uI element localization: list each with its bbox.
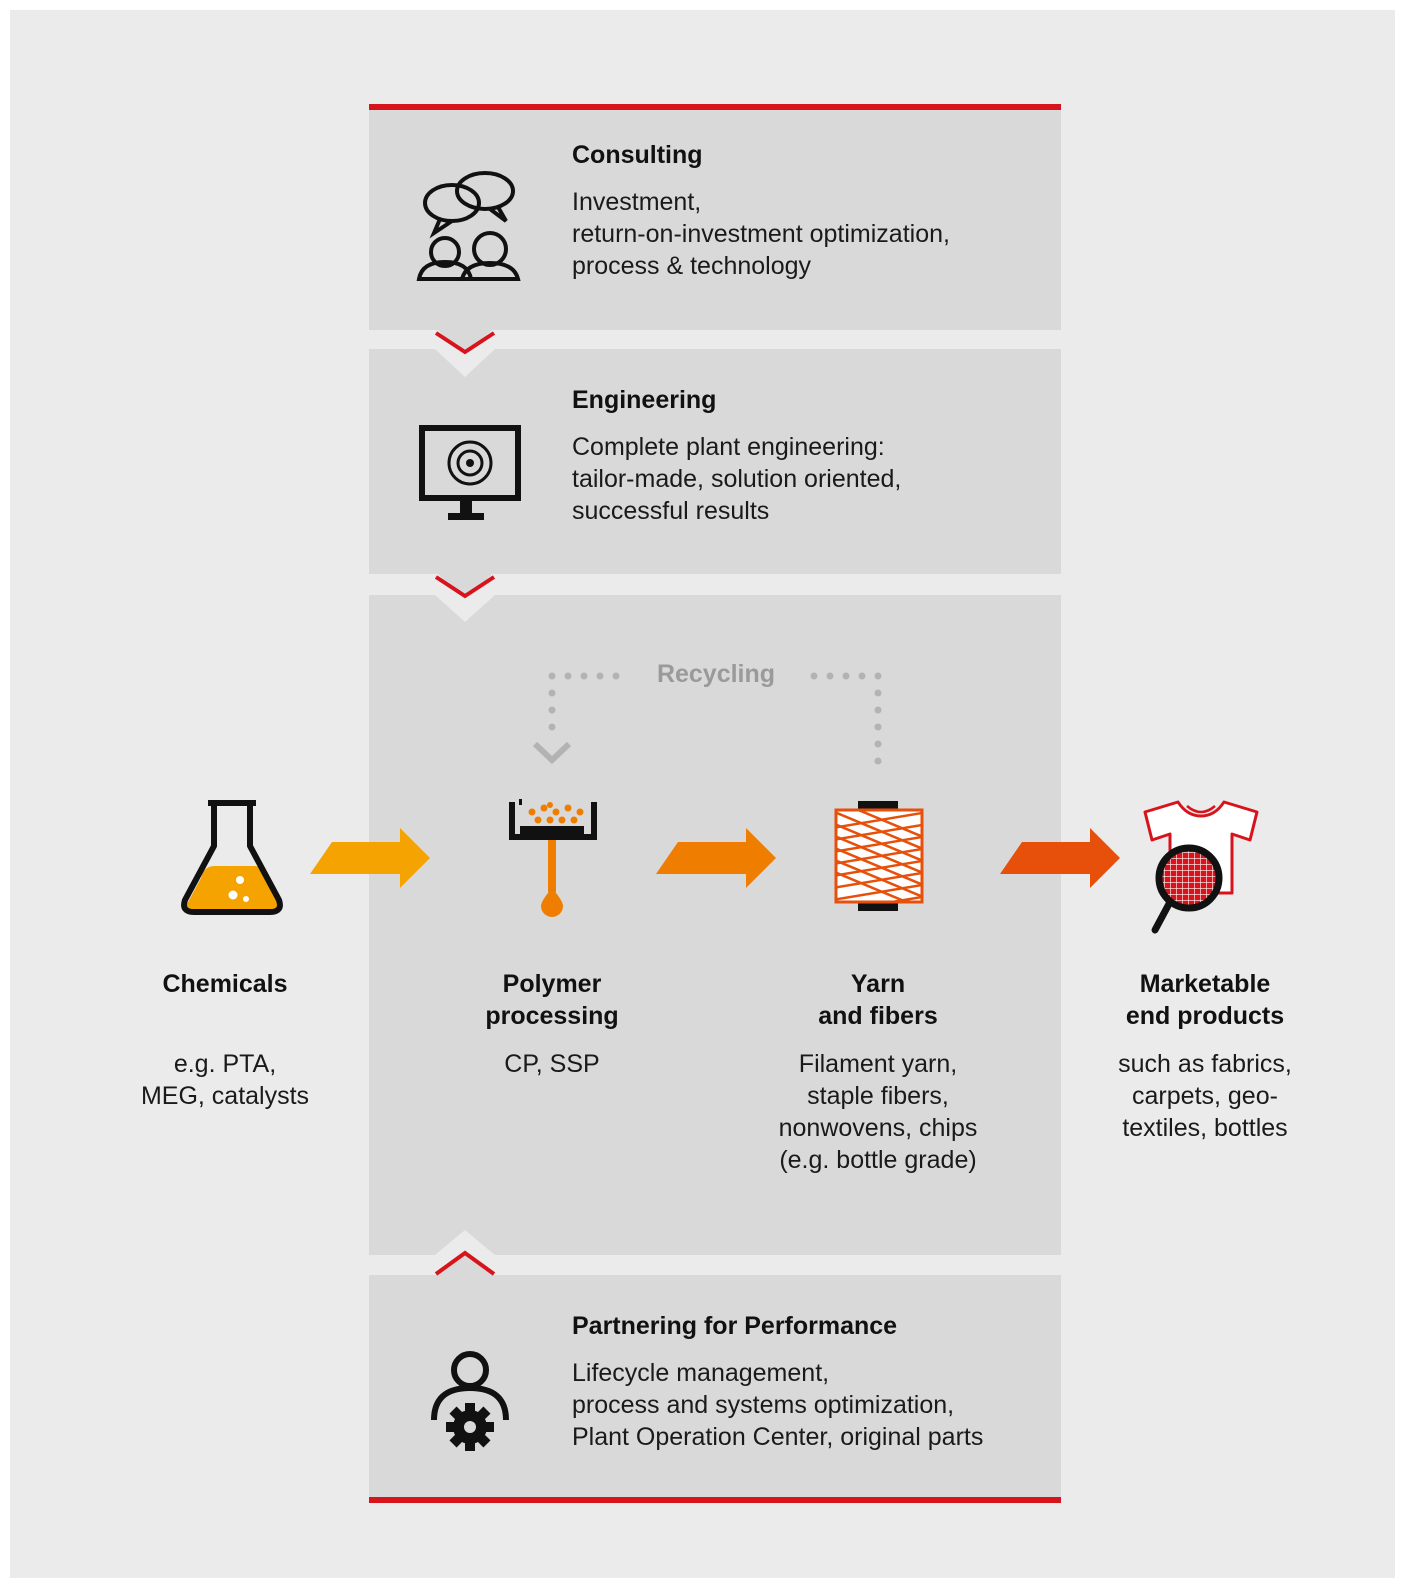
stage-title-end-products: Marketable end products [1125,970,1285,1030]
arrow-right-icon [656,828,776,888]
chevron-down-icon [434,330,496,377]
recycling-path [548,672,882,765]
stage-title-polymer: Polymer processing [485,970,619,1030]
chevron-down-icon [434,574,496,622]
partnering-title: Partnering for Performance [572,1312,898,1340]
recycling-label: Recycling [656,660,776,688]
process-panel [369,595,1061,1255]
top-red-line [369,104,1061,110]
engineering-title: Engineering [572,386,717,414]
tshirt-magnifier-icon [1143,800,1259,934]
arrow-right-icon [310,828,430,888]
polymer-extrusion-icon [509,799,597,917]
partnering-text: Lifecycle management, process and system… [572,1359,984,1451]
partnering-panel [369,1275,1061,1497]
stage-title-chemicals: Chemicals [162,970,288,998]
stage-text-chemicals: e.g. PTA, MEG, catalysts [140,1050,310,1110]
consulting-text: Investment, return-on-investment optimiz… [572,188,950,280]
flask-icon [181,800,283,915]
stage-text-end-products: such as fabrics, carpets, geo- textiles,… [1118,1050,1292,1142]
person-gear-icon [431,1351,509,1451]
consulting-title: Consulting [572,141,703,169]
bottom-red-line [369,1497,1061,1503]
stage-title-yarn: Yarn and fibers [818,970,938,1030]
monitor-icon [419,425,521,520]
yarn-bobbin-icon [834,801,924,911]
engineering-panel [369,349,1061,574]
chevron-up-icon [434,1230,496,1276]
recycling-arrow-head-icon [532,741,572,765]
engineering-text: Complete plant engineering: tailor-made,… [572,433,902,525]
chat-people-icon [416,171,521,281]
consulting-panel [369,110,1061,330]
arrow-right-icon [1000,828,1120,888]
stage-text-yarn: Filament yarn, staple fibers, nonwovens,… [778,1050,978,1174]
stage-text-polymer: CP, SSP [504,1050,600,1078]
